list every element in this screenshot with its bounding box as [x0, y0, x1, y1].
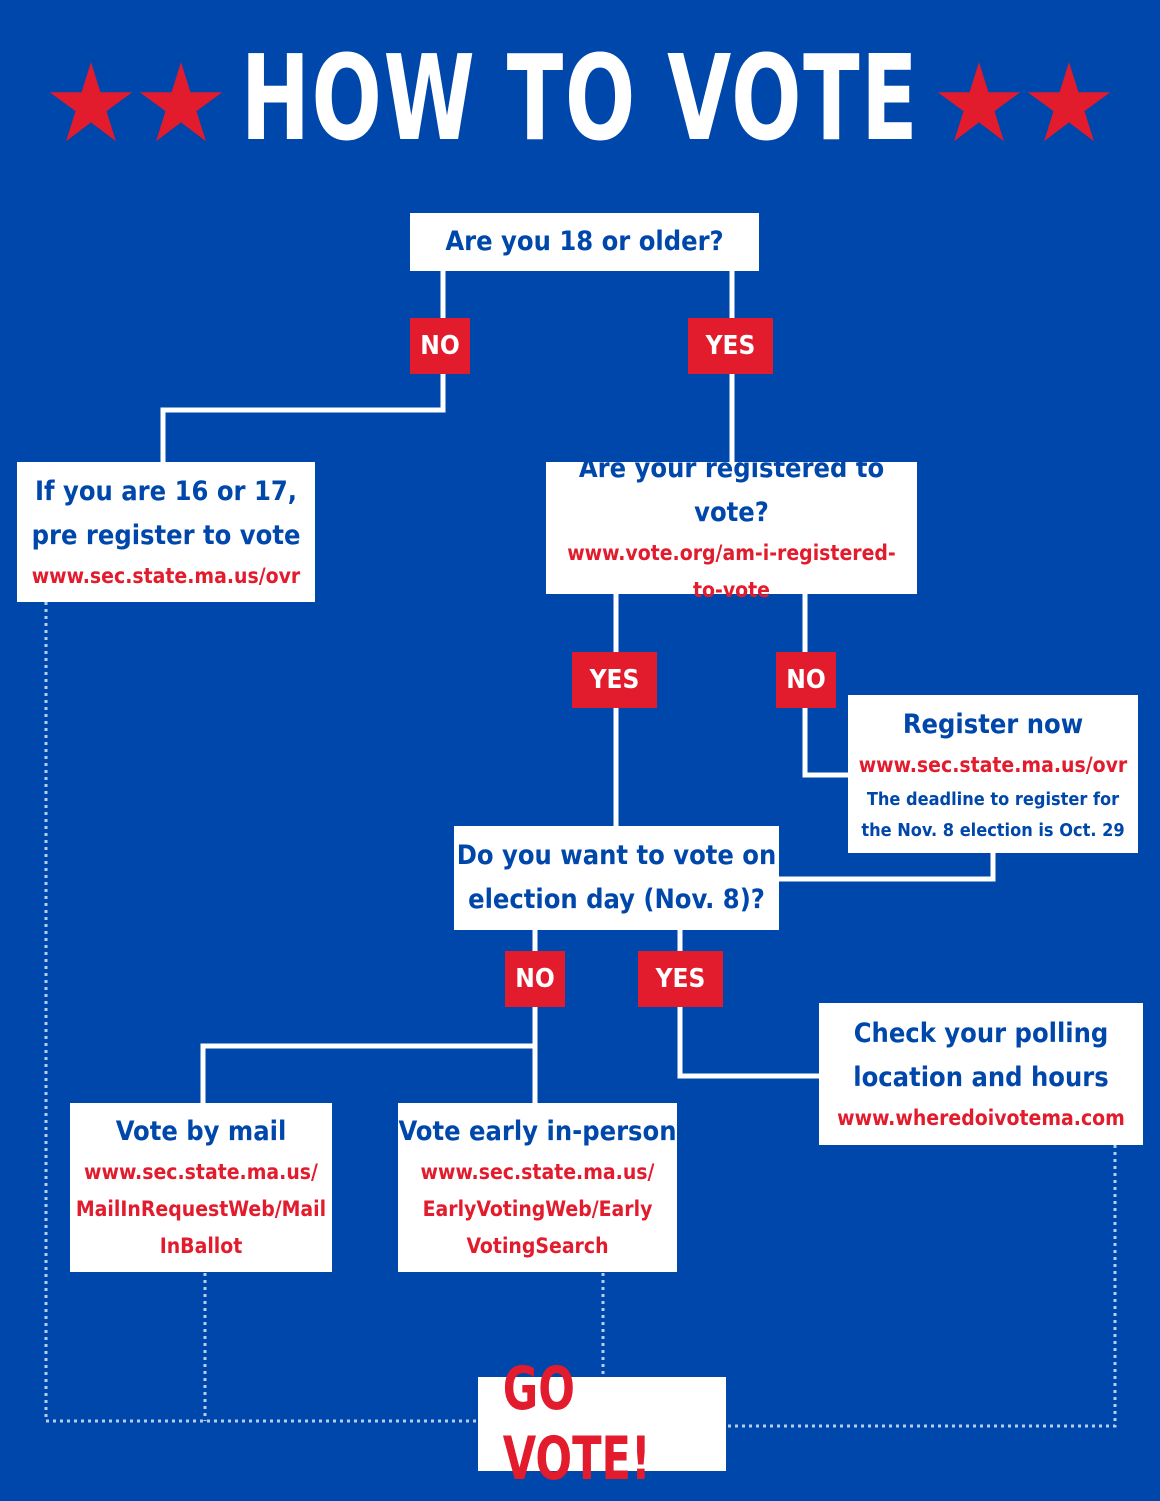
star-icon	[49, 62, 133, 142]
label-age-yes: YES	[688, 318, 773, 374]
page-title: HOW TO VOTE	[240, 29, 920, 167]
vote-by-mail-title: Vote by mail	[115, 1116, 287, 1147]
early-link-line1[interactable]: www.sec.state.ma.us/	[420, 1160, 655, 1184]
election-day-line2: election day (Nov. 8)?	[468, 884, 765, 915]
registered-question-text: Are your registered to vote?	[578, 453, 885, 528]
connector-age-no	[160, 270, 446, 462]
register-deadline-line2: the Nov. 8 election is Oct. 29	[861, 819, 1125, 841]
registered-link-line1[interactable]: www.vote.org/am-i-registered-	[567, 541, 896, 565]
node-register-now: Register now www.sec.state.ma.us/ovr The…	[848, 695, 1138, 853]
connector-election-no-mail	[200, 1043, 535, 1103]
label-registered-no: NO	[776, 652, 836, 708]
node-election-day-question: Do you want to vote on election day (Nov…	[454, 826, 779, 930]
star-icon	[937, 62, 1021, 142]
mail-link-line1[interactable]: www.sec.state.ma.us/	[84, 1160, 318, 1184]
connector-register-now-return	[779, 852, 996, 882]
label-registered-yes: YES	[572, 652, 657, 708]
go-vote-box: GO VOTE!	[478, 1354, 726, 1494]
label-age-no: NO	[410, 318, 470, 374]
go-vote-text: GO VOTE!	[502, 1354, 651, 1494]
node-polling-location: Check your polling location and hours ww…	[819, 1003, 1143, 1145]
vote-early-title: Vote early in-person	[398, 1116, 677, 1147]
election-day-line1: Do you want to vote on	[456, 840, 777, 871]
register-now-title: Register now	[902, 708, 1084, 740]
polling-line1: Check your polling	[853, 1017, 1109, 1049]
node-pre-register: If you are 16 or 17, pre register to vot…	[17, 462, 315, 602]
node-vote-early: Vote early in-person www.sec.state.ma.us…	[398, 1103, 677, 1272]
register-deadline-line1: The deadline to register for	[866, 788, 1120, 810]
registered-link-line2[interactable]: to-vote	[692, 578, 770, 602]
node-age-question: Are you 18 or older?	[410, 213, 759, 271]
node-registered-question: Are your registered to vote? www.vote.or…	[546, 453, 917, 602]
early-link-line3[interactable]: VotingSearch	[466, 1234, 609, 1258]
pre-register-link[interactable]: www.sec.state.ma.us/ovr	[31, 563, 301, 588]
early-link-line2[interactable]: EarlyVotingWeb/Early	[422, 1197, 653, 1221]
dotted-path-pre-register	[44, 602, 478, 1423]
label-election-no: NO	[505, 951, 565, 1007]
star-icon	[139, 62, 223, 142]
polling-link[interactable]: www.wheredoivotema.com	[837, 1105, 1125, 1130]
register-now-link[interactable]: www.sec.state.ma.us/ovr	[858, 752, 1128, 777]
label-election-yes: YES	[638, 951, 723, 1007]
star-icon	[1027, 62, 1111, 142]
mail-link-line2[interactable]: MailInRequestWeb/Mail	[75, 1197, 327, 1221]
dotted-path-polling	[726, 1145, 1117, 1428]
age-question-text: Are you 18 or older?	[445, 226, 724, 257]
polling-line2: location and hours	[853, 1061, 1109, 1093]
mail-link-line3[interactable]: InBallot	[159, 1234, 243, 1258]
node-vote-by-mail: Vote by mail www.sec.state.ma.us/ MailIn…	[70, 1103, 332, 1272]
pre-register-line1: If you are 16 or 17,	[34, 475, 298, 507]
pre-register-line2: pre register to vote	[31, 519, 301, 551]
